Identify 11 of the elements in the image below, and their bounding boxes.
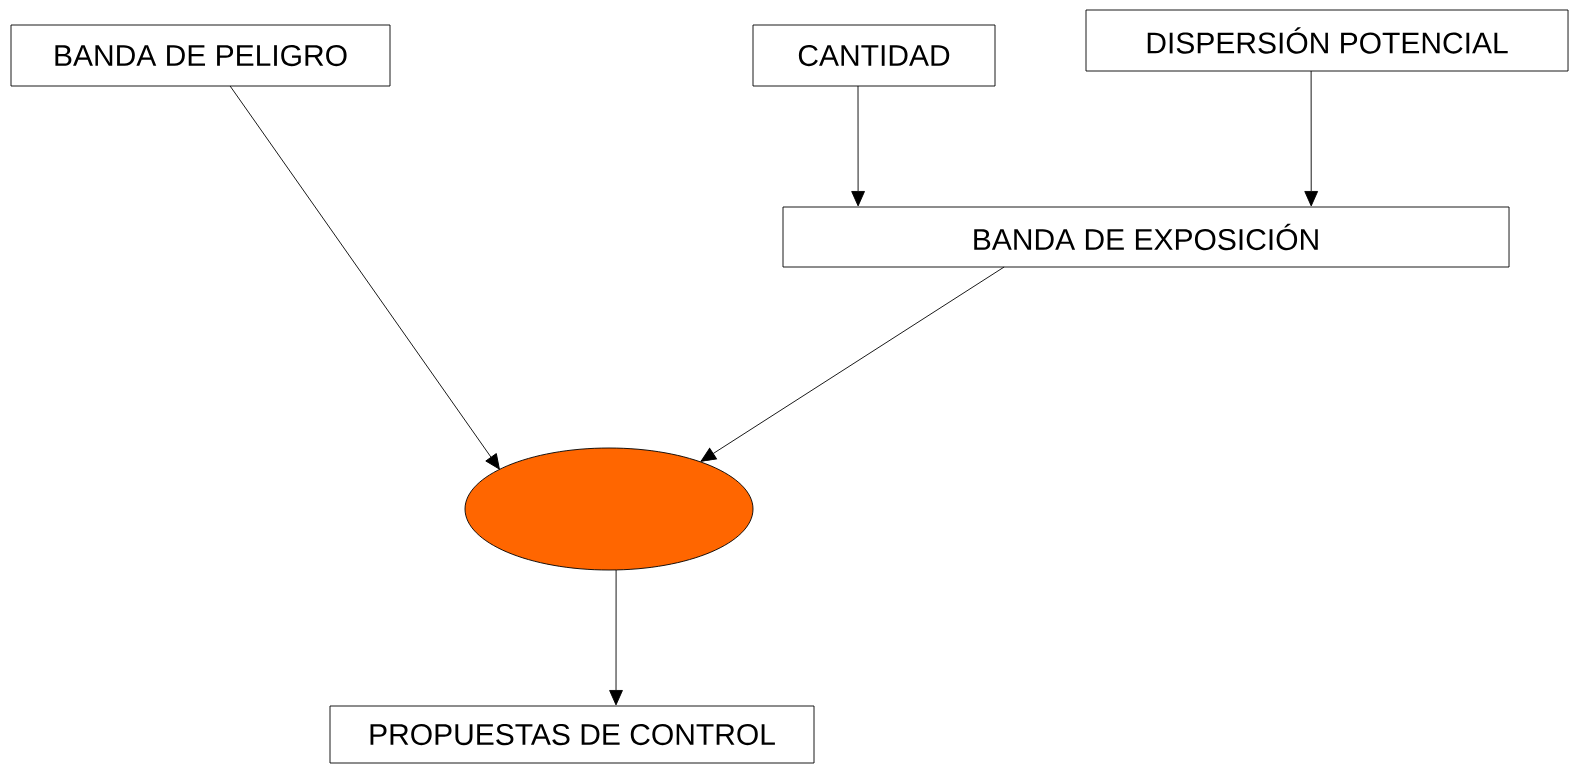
ellipse-shape: [464, 447, 754, 571]
arrow: [1304, 70, 1319, 207]
process-box: PROPUESTAS DE CONTROL: [329, 705, 815, 764]
process-box: DISPERSIÓN POTENCIAL: [1085, 9, 1569, 72]
arrow: [229, 85, 500, 470]
process-box: BANDA DE PELIGRO: [10, 24, 391, 87]
arrow: [851, 85, 865, 207]
arrow: [609, 569, 623, 706]
process-box: BANDA DE EXPOSICIÓN: [782, 206, 1510, 268]
process-box: CANTIDAD: [752, 24, 996, 87]
arrow: [700, 266, 1005, 462]
